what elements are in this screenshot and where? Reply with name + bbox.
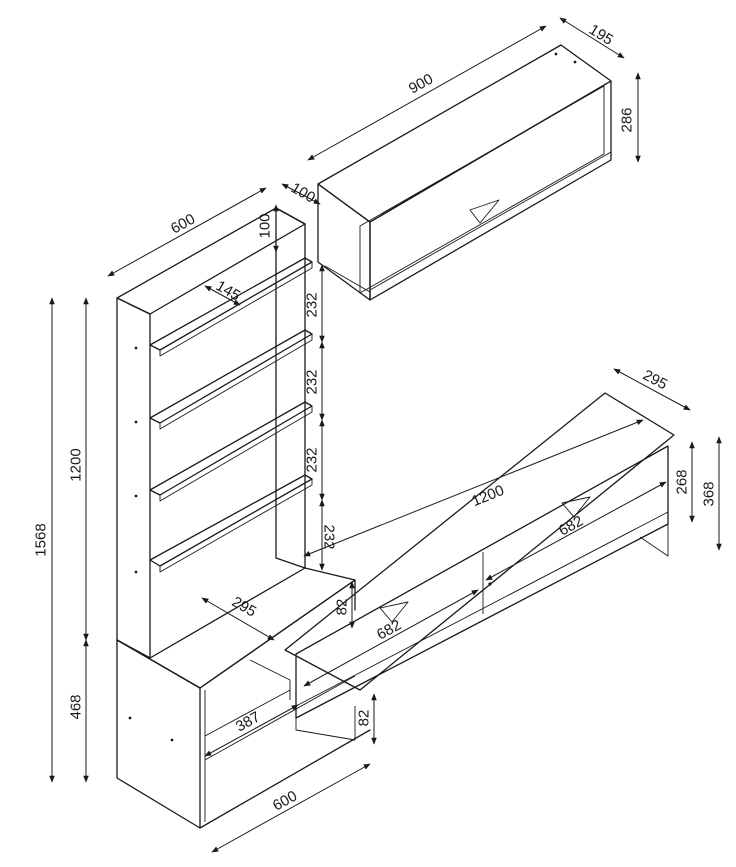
tv-unit	[284, 392, 675, 741]
dim-tv-unit-length: 1200	[469, 482, 506, 510]
dim-base-width: 600	[270, 787, 300, 814]
dim-tv-unit-height-outer: 368	[701, 481, 718, 506]
shelf-3	[149, 401, 313, 502]
dim-base-niche-width: 387	[233, 708, 263, 735]
shelf-4	[149, 474, 313, 573]
shelf-1	[149, 257, 313, 357]
dim-tv-unit-depth: 295	[640, 367, 670, 394]
dim-shelf-spacing-1: 232	[304, 292, 321, 317]
dim-top-cabinet-height: 286	[619, 107, 636, 132]
top-wall-cabinet	[317, 44, 612, 301]
dimension-lines	[49, 17, 722, 853]
dim-shelf-spacing-2: 232	[304, 369, 321, 394]
dim-tower-gap-top: 100	[257, 213, 274, 238]
dim-top-cabinet-width: 900	[406, 70, 436, 97]
dim-tower-height: 1200	[68, 448, 85, 481]
cabinet-logo-icon	[469, 199, 500, 224]
dim-tower-depth: 600	[168, 210, 198, 237]
dim-tv-unit-height-inner: 268	[674, 469, 691, 494]
dim-tv-drawer-width-right: 682	[556, 512, 586, 539]
dim-total-height: 1568	[33, 523, 50, 556]
shelf-tower	[116, 207, 313, 659]
dim-tv-drawer-width-left: 682	[374, 616, 404, 643]
dimension-labels: 900 195 286 100 100 600 145 232 232 232 …	[33, 21, 718, 814]
dim-top-cabinet-depth: 195	[586, 21, 616, 49]
dim-shelf-spacing-4: 232	[321, 524, 338, 549]
dim-base-height: 468	[68, 694, 85, 719]
dim-shelf-depth: 145	[213, 277, 243, 304]
dim-tv-leg-height: 82	[356, 710, 373, 727]
shelf-2	[149, 329, 313, 430]
dim-tv-drawer-height: 82	[334, 599, 351, 616]
dim-gap-to-cabinet: 100	[288, 179, 318, 206]
dim-shelf-spacing-3: 232	[304, 447, 321, 472]
